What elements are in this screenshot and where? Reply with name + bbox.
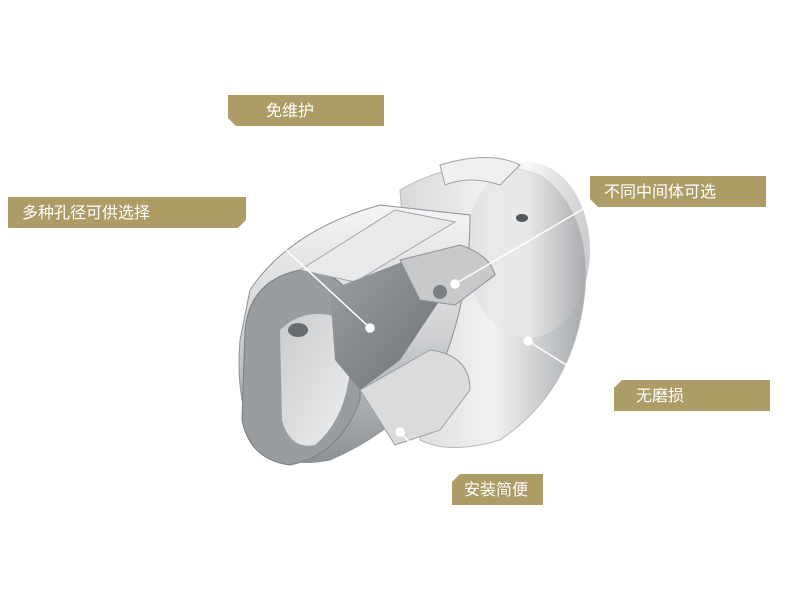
- callout-easy-install: 安装简便: [452, 474, 543, 505]
- coupling-body: [238, 204, 496, 466]
- set-screw-hole: [516, 214, 528, 222]
- callout-no-wear: 无磨损: [614, 380, 770, 411]
- callout-bg: [8, 197, 246, 228]
- callout-no-wear-text: 无磨损: [636, 386, 685, 405]
- callout-bg: [228, 95, 384, 126]
- callout-bg: [452, 474, 543, 505]
- leader-dot-bore: [365, 323, 375, 333]
- leader-dot-install: [395, 427, 405, 437]
- callout-bore-options: 多种孔径可供选择: [8, 197, 246, 228]
- callout-bg: [614, 380, 770, 411]
- callout-maintenance-free-text: 免维护: [266, 101, 315, 120]
- callout-easy-install-text: 安装简便: [464, 480, 529, 499]
- callout-bore-options-text: 多种孔径可供选择: [22, 203, 151, 222]
- callout-maintenance-free: 免维护: [228, 95, 384, 126]
- leader-dot-center: [450, 279, 460, 289]
- leader-lines: [245, 204, 615, 489]
- bore-keyhole: [288, 323, 308, 337]
- callout-bg: [590, 176, 766, 207]
- callout-center-options-text: 不同中间体可选: [604, 182, 717, 201]
- leader-dot-wear: [523, 336, 533, 346]
- callout-center-options: 不同中间体可选: [590, 176, 766, 207]
